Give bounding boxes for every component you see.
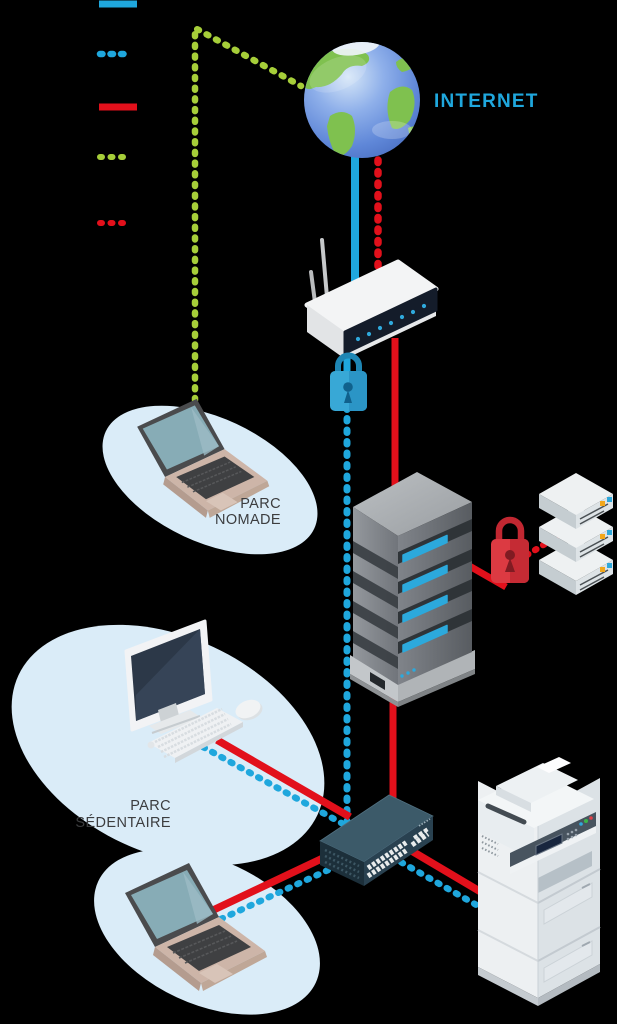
imac-base <box>149 710 202 734</box>
router-antenna <box>320 238 329 299</box>
router-led-lights <box>355 303 427 342</box>
network-switch-icon <box>319 794 434 886</box>
keyboard <box>147 707 243 763</box>
internet-label: INTERNET <box>434 91 539 112</box>
internet-globe-icon <box>304 42 420 158</box>
link-laptop2-switch-red <box>205 847 340 917</box>
link-switch-printer-red <box>398 840 488 899</box>
link-desktop-switch-red <box>215 736 352 821</box>
parc-nomade-label-line2: NOMADE <box>215 512 281 528</box>
server-rack-icon <box>350 472 475 707</box>
wifi-router-icon <box>304 238 439 359</box>
mouse <box>235 699 263 721</box>
switch-ports <box>366 827 430 879</box>
switch-vents <box>324 848 360 880</box>
link-desktop-switch-cyan <box>199 743 349 829</box>
parc-nomade-label-line1: PARC <box>240 496 281 512</box>
multifunction-printer-icon <box>477 757 601 1006</box>
link-switch-printer-cyan <box>388 853 484 911</box>
link-laptop-internet-green <box>191 24 305 404</box>
printer-control-panel <box>510 812 596 874</box>
parc-sedentaire-label-line2: SÉDENTAIRE <box>75 814 171 831</box>
link-laptop2-switch-cyan <box>217 856 354 923</box>
parc-sedentaire-label-line1: PARC <box>130 798 171 814</box>
desktop-workstation-icon <box>124 619 263 763</box>
storage-array-icon <box>539 473 613 595</box>
vpn-padlock-blue-icon <box>330 352 367 411</box>
legend <box>96 0 137 226</box>
storage-slab <box>539 473 613 529</box>
security-padlock-red-icon <box>491 516 529 583</box>
